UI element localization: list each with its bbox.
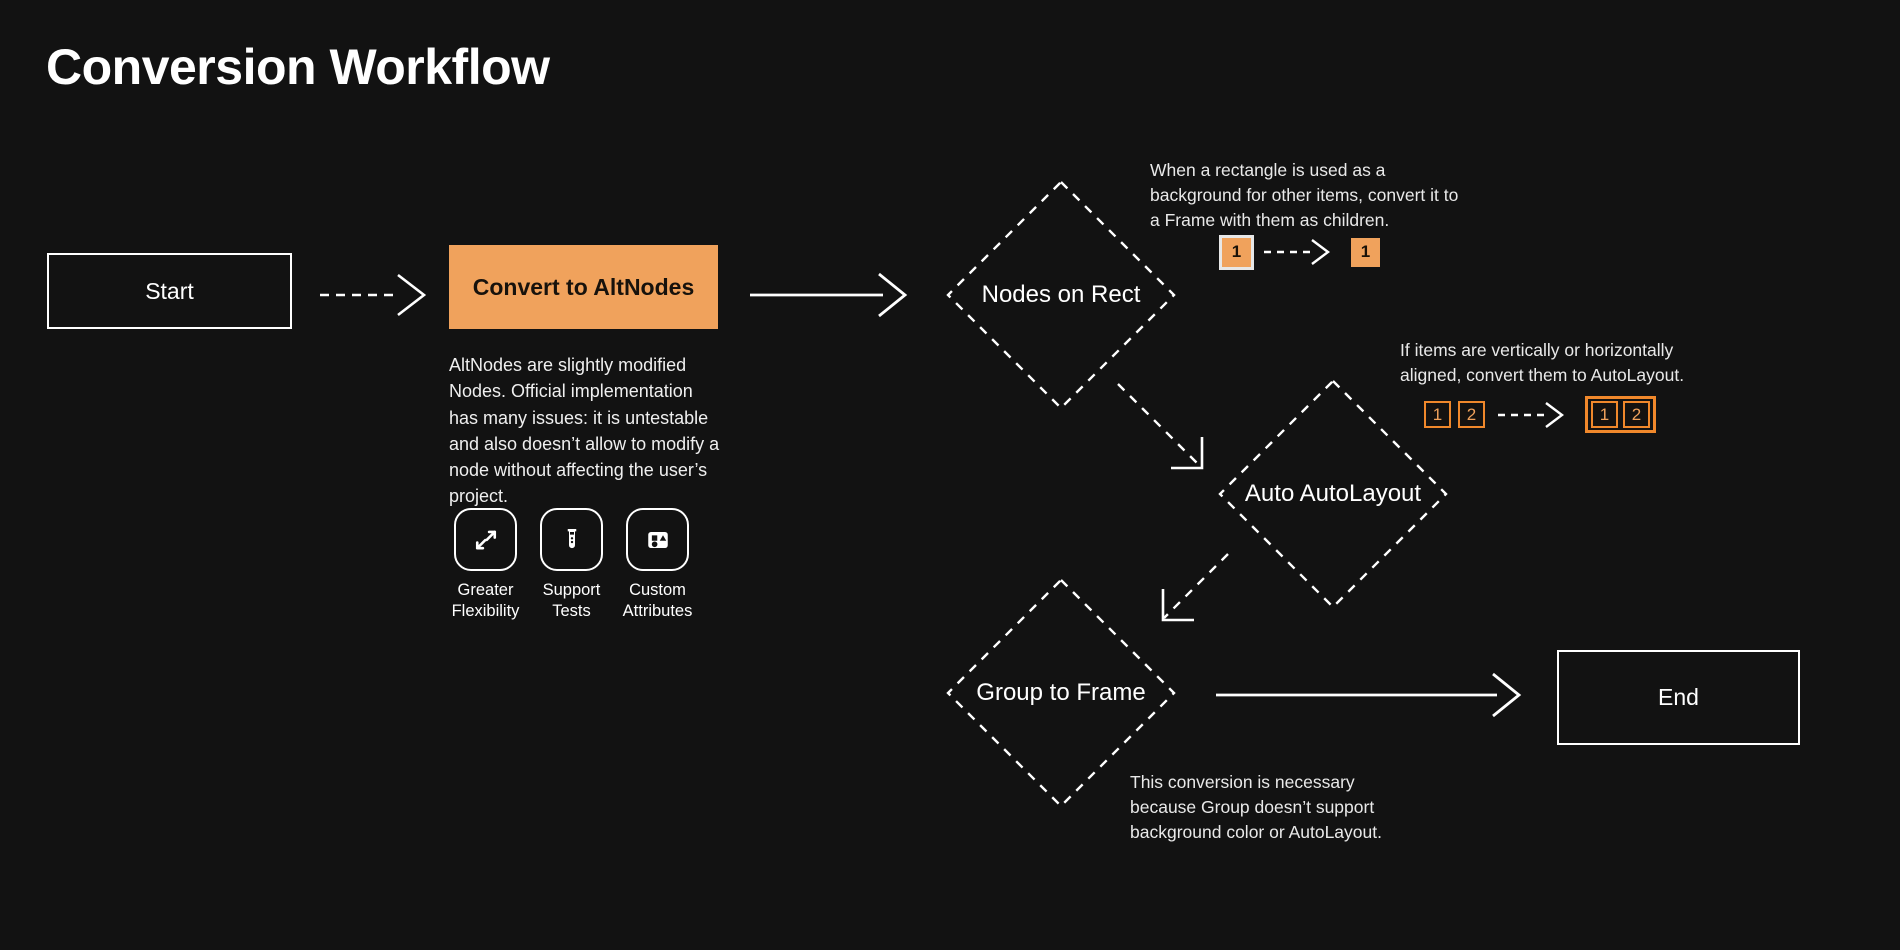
description-convert: AltNodes are slightly modified Nodes. Of… <box>449 355 720 507</box>
node-start-label: Start <box>145 277 194 304</box>
node-group-to-frame[interactable]: Group to Frame <box>944 576 1178 810</box>
node-start[interactable]: Start <box>47 253 292 329</box>
feature-icon-container <box>454 508 517 571</box>
badge-group-before: 1 2 <box>1424 401 1485 428</box>
node-nodes-on-rect-label: Nodes on Rect <box>981 281 1141 308</box>
edge-group-to-frame-to-end <box>1216 667 1536 723</box>
edge-start-to-convert <box>320 270 450 320</box>
edge-convert-to-nodes-on-rect <box>750 268 920 322</box>
shapes-attributes-icon <box>643 525 673 555</box>
expand-arrows-icon <box>471 525 501 555</box>
node-convert-label: Convert to AltNodes <box>472 273 695 300</box>
badge-after-1: 1 <box>1351 237 1380 267</box>
badge-before-1: 1 <box>1424 401 1451 428</box>
feature-label: Greater Flexibility <box>451 581 520 621</box>
node-convert-to-altnodes[interactable]: Convert to AltNodes <box>449 245 718 329</box>
node-end-label: End <box>1658 684 1699 710</box>
edge-auto-autolayout-to-group-to-frame <box>1142 550 1262 655</box>
badge-before-1: 1 <box>1219 234 1254 270</box>
node-auto-autolayout-label: Auto AutoLayout <box>1244 480 1422 507</box>
badge-after-2: 2 <box>1623 401 1650 428</box>
page-title: Conversion Workflow <box>46 39 550 95</box>
feature-icon-container <box>540 508 603 571</box>
feature-icon-container <box>626 508 689 571</box>
badge-group-after: 1 2 <box>1585 396 1656 433</box>
dashed-arrow-right-icon <box>1496 400 1574 430</box>
feature-greater-flexibility[interactable]: Greater Flexibility <box>452 508 519 622</box>
node-auto-autolayout[interactable]: Auto AutoLayout <box>1216 377 1450 611</box>
badge-illustration-nodes-on-rect: 1 1 <box>1219 234 1380 270</box>
test-tube-icon <box>557 525 587 555</box>
feature-list: Greater Flexibility Support Tests <box>452 508 693 622</box>
feature-label: Support Tests <box>542 581 601 621</box>
node-end[interactable]: End <box>1557 650 1800 745</box>
feature-custom-attributes[interactable]: Custom Attributes <box>622 508 693 622</box>
diamond-outline <box>1218 379 1448 609</box>
description-nodes-on-rect: When a rectangle is used as a background… <box>1150 160 1459 230</box>
node-nodes-on-rect[interactable]: Nodes on Rect <box>944 178 1178 412</box>
description-auto-autolayout: If items are vertically or horizontally … <box>1400 340 1685 385</box>
badge-after-1: 1 <box>1591 401 1618 428</box>
badge-illustration-auto-autolayout: 1 2 1 2 <box>1424 396 1656 433</box>
description-group-to-frame: This conversion is necessary because Gro… <box>1130 772 1382 842</box>
diamond-outline <box>946 578 1176 808</box>
edge-nodes-on-rect-to-auto-autolayout <box>1114 380 1234 485</box>
diamond-outline <box>946 180 1176 410</box>
dashed-arrow-right-icon <box>1262 237 1340 267</box>
node-group-to-frame-label: Group to Frame <box>976 679 1146 706</box>
badge-before-2: 2 <box>1458 401 1485 428</box>
feature-label: Custom Attributes <box>622 581 693 621</box>
feature-support-tests[interactable]: Support Tests <box>538 508 605 622</box>
